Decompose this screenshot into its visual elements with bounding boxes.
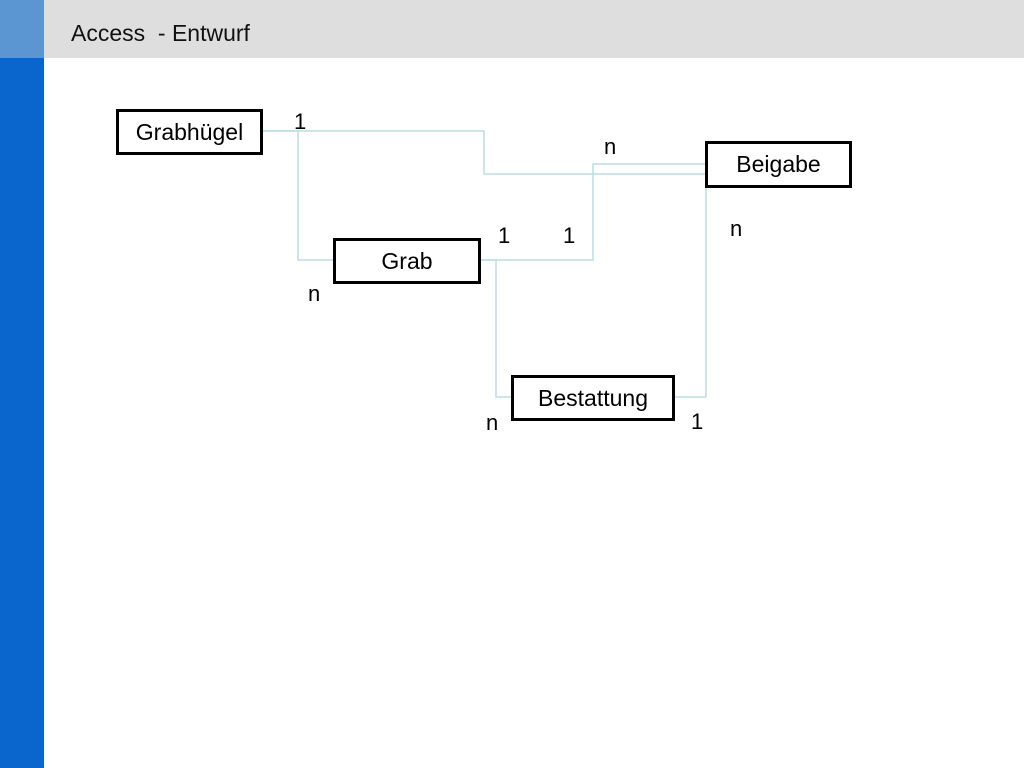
- cardinality-grabhuegel-beigabe-from: 1: [294, 109, 307, 134]
- cardinality-bestattung-beigabe-from: 1: [691, 409, 704, 434]
- entity-beigabe[interactable]: Beigabe: [705, 141, 852, 188]
- header-bar: [44, 0, 1024, 58]
- entity-grabhuegel[interactable]: Grabhügel: [116, 109, 263, 155]
- cardinality-grabhuegel-beigabe-to: n: [604, 134, 617, 159]
- link-grabhuegel-beigabe: [262, 130, 706, 175]
- cardinality-grab-beigabe-from: 1: [563, 223, 576, 248]
- page-title: Access - Entwurf: [71, 20, 250, 46]
- entity-bestattung[interactable]: Bestattung: [511, 375, 675, 421]
- link-grabhuegel-grab: [262, 130, 334, 261]
- cardinality-grab-bestattung-to: n: [486, 410, 499, 435]
- cardinality-grabhuegel-grab-to: n: [308, 281, 321, 306]
- entity-grab[interactable]: Grab: [333, 238, 481, 284]
- cardinality-grab-bestattung-from: 1: [498, 223, 511, 248]
- link-grab-bestattung: [480, 259, 512, 398]
- link-grab-beigabe: [480, 163, 706, 261]
- cardinality-grab-beigabe-to: n: [730, 216, 743, 241]
- link-bestattung-beigabe: [674, 180, 707, 398]
- left-sidebar-bar: [0, 58, 44, 768]
- header-corner-accent: [0, 0, 44, 58]
